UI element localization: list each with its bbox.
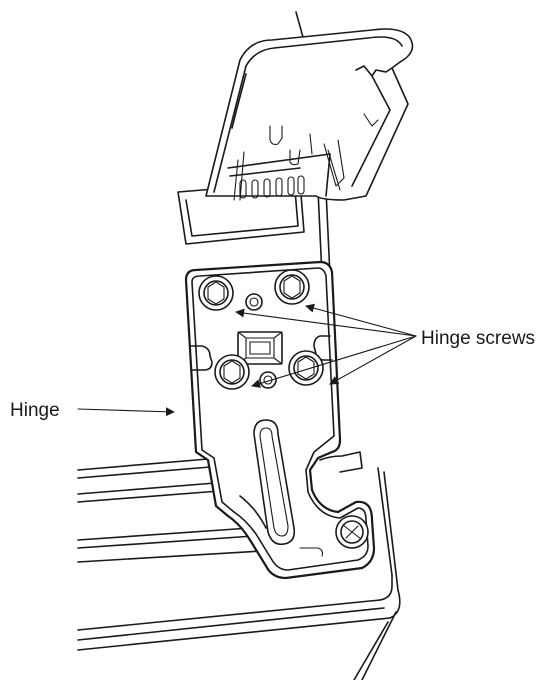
- hinge-arrow: [77, 407, 175, 417]
- lid: [177, 28, 414, 245]
- hinge-screws-label: Hinge screws: [421, 328, 535, 349]
- bin-wall: [77, 457, 401, 681]
- hinge-screw-top-left: [198, 275, 234, 311]
- hinge-label: Hinge: [10, 400, 60, 421]
- rivet-lower: [259, 371, 277, 389]
- hinge-screw-top-right: [274, 269, 310, 305]
- hinge-screw-bottom-right: [288, 350, 324, 386]
- hinge-plate: [184, 260, 376, 580]
- rivet-upper: [245, 293, 263, 311]
- hinge-screws-arrows: [235, 303, 417, 388]
- hinge-screw-bottom-left: [214, 354, 250, 390]
